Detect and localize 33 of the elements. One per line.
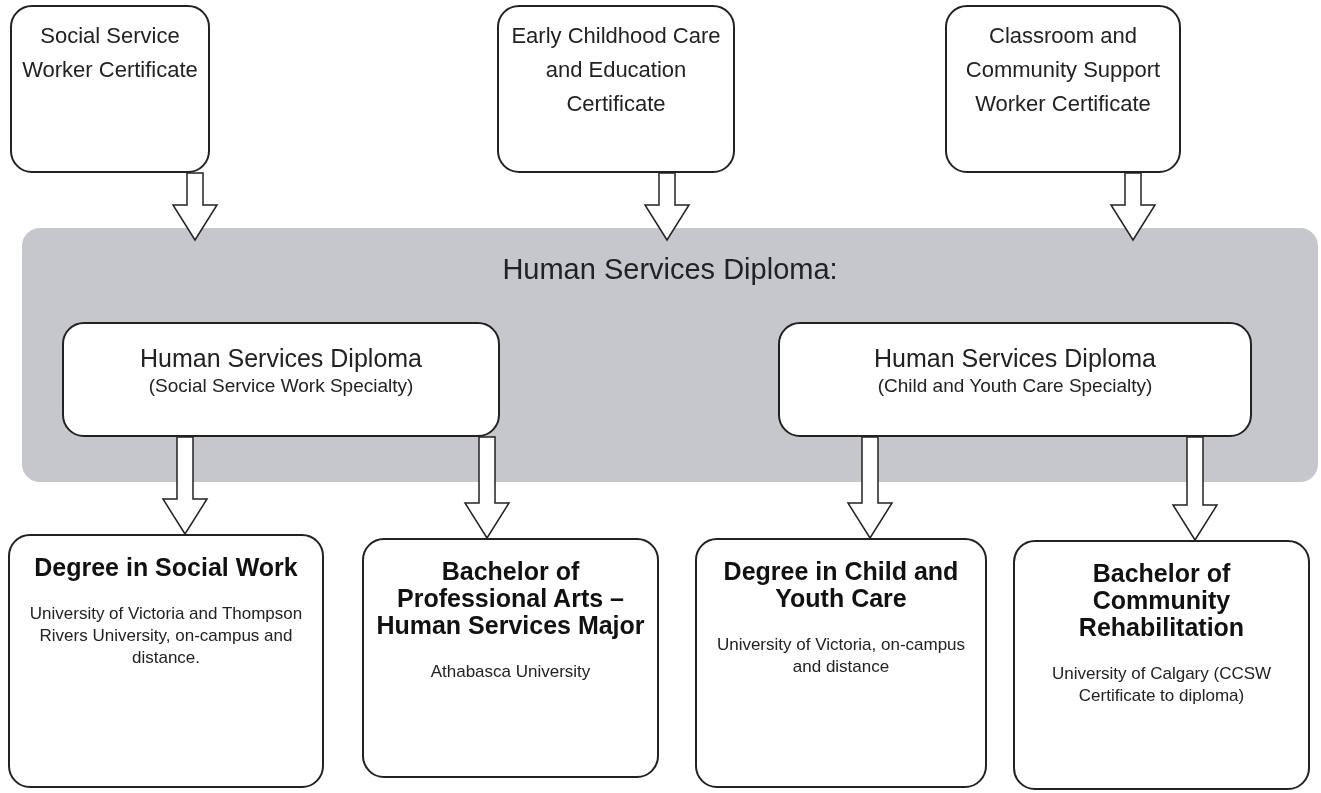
degree-box [362, 538, 659, 778]
certificate-title: Classroom and Community Support Worker Certificate [964, 22, 1162, 118]
specialty-title: Human Services Diploma [139, 343, 422, 374]
degree-box [8, 534, 324, 788]
degree-title: Degree in Social Work [34, 554, 298, 581]
certificate-title: Social Service Worker Certificate [21, 22, 199, 84]
degree-box [1013, 540, 1310, 790]
block-arrow [171, 172, 219, 242]
degree-title: Bachelor of Professional Arts – Human Services Major [376, 558, 645, 639]
institution-text: University of Victoria and Thompson Rivers University, on-campus and distance. [28, 603, 304, 669]
block-arrow [463, 436, 511, 540]
specialty-title: Human Services Diploma [873, 343, 1156, 374]
block-arrow [643, 172, 691, 242]
specialty-subtitle: (Child and Youth Care Specialty) [877, 374, 1153, 398]
institution-text: University of Victoria, on-campus and distance [715, 634, 967, 678]
specialty-box [62, 322, 500, 437]
diploma-band [22, 228, 1318, 482]
certificate-box [497, 5, 735, 173]
block-arrow [161, 436, 209, 536]
block-arrow [846, 436, 894, 540]
certificate-box [945, 5, 1181, 173]
degree-title: Bachelor of Community Rehabilitation [1077, 560, 1246, 641]
institution-text: University of Calgary (CCSW Certificate to diploma) [1050, 663, 1273, 707]
specialty-box [778, 322, 1252, 437]
band-title: Human Services Diploma: [501, 252, 839, 287]
block-arrow [1109, 172, 1157, 242]
specialty-subtitle: (Social Service Work Specialty) [148, 374, 414, 398]
institution-text: Athabasca University [430, 661, 591, 683]
degree-box [695, 538, 987, 788]
degree-title: Degree in Child and Youth Care [722, 558, 960, 612]
block-arrow [1171, 436, 1219, 542]
certificate-title: Early Childhood Care and Education Certificate [510, 22, 722, 118]
certificate-box [10, 5, 210, 173]
